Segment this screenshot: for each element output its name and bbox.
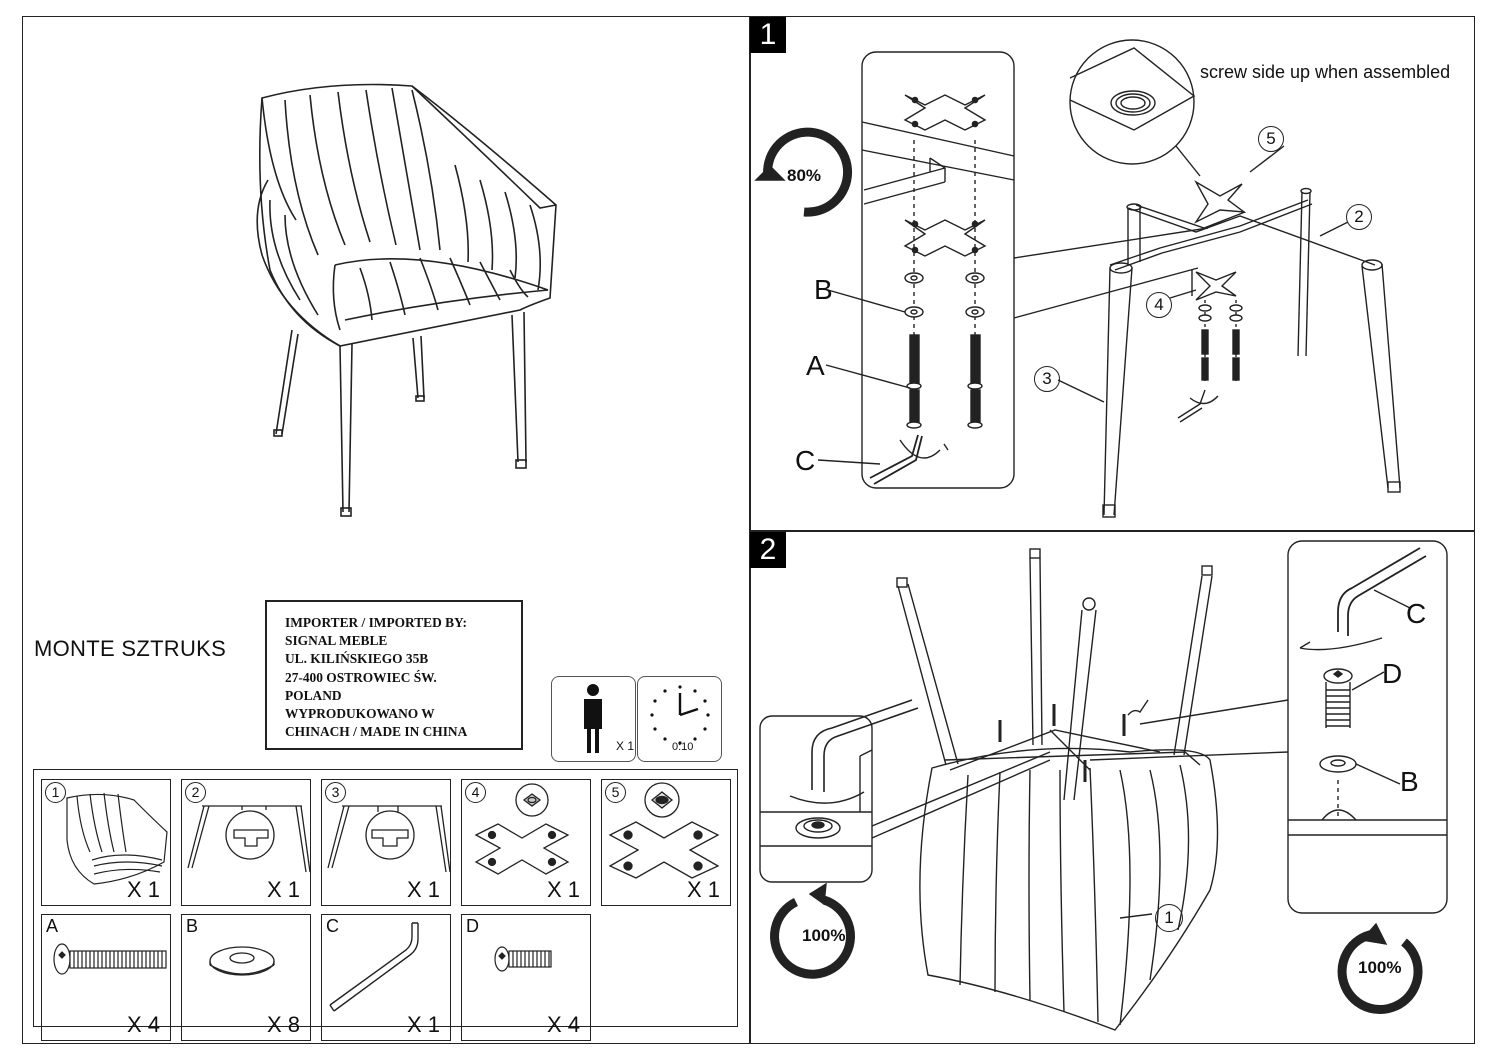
part-5: 5 X 1 [601, 779, 731, 906]
part-label: B [186, 916, 199, 936]
callout-D: D [1382, 658, 1403, 689]
callout-4: 4 [1146, 292, 1172, 318]
part-1: 1 X 1 [41, 779, 171, 906]
part-4: 4 X 1 [461, 779, 591, 906]
callout-C: C [1406, 598, 1427, 629]
long-bolt-icon [53, 943, 167, 975]
divider-horizontal [750, 530, 1475, 532]
assembly-time-box: 0:10 [637, 676, 722, 762]
callout-5: 5 [1258, 126, 1284, 152]
part-label: D [466, 916, 479, 936]
importer-line: CHINACH / MADE IN CHINA [285, 724, 468, 740]
chair-seat-icon [66, 792, 168, 885]
part-label: 1 [45, 782, 66, 803]
part-qty: X 8 [266, 1012, 300, 1037]
part-A: A X 4 [41, 914, 171, 1041]
screw-side-note: screw side up when assembled [1200, 62, 1451, 82]
tighten-100-right-label: 100% [1358, 958, 1402, 977]
part-qty: X 1 [546, 877, 580, 902]
cross-plate-threaded-icon [608, 782, 720, 879]
part-B: B X 8 [181, 914, 311, 1041]
part-qty: X 1 [126, 877, 160, 902]
tighten-80-label: 80% [787, 166, 822, 185]
parts-list: 1 X 1 2 X 1 3 X 1 4 [33, 769, 738, 1041]
callout-1: 1 [1155, 904, 1183, 932]
part-qty: X 1 [266, 877, 300, 902]
callout-A: A [806, 350, 825, 381]
part-label: 5 [605, 782, 626, 803]
tighten-100-left-label: 100% [802, 926, 846, 945]
part-2: 2 X 1 [181, 779, 311, 906]
part-label: C [326, 916, 339, 936]
person-icon [584, 684, 602, 753]
allen-key-icon [329, 922, 419, 1012]
product-name: MONTE SZTRUKS [34, 636, 227, 661]
step-2-badge: 2 [750, 532, 786, 568]
importer-line: 27-400 OSTROWIEC ŚW. [285, 669, 437, 685]
step-1-badge: 1 [750, 17, 786, 53]
callout-2: 2 [1346, 204, 1372, 230]
part-3: 3 X 1 [321, 779, 451, 906]
importer-line: UL. KILIŃSKIEGO 35B [285, 651, 429, 667]
importer-line: IMPORTER / IMPORTED BY: [285, 615, 467, 630]
part-qty: X 1 [686, 877, 720, 902]
part-label: 4 [465, 782, 486, 803]
part-qty: X 1 [406, 877, 440, 902]
importer-line: WYPRODUKOWANO W [285, 706, 435, 722]
callout-B: B [1400, 766, 1419, 797]
part-qty: X 4 [126, 1012, 160, 1037]
persons-count: X 1 [616, 739, 635, 753]
assembly-time: 0:10 [672, 741, 694, 753]
rear-leg-frame-icon [327, 805, 451, 873]
washer-icon [209, 946, 275, 976]
importer-line: POLAND [285, 687, 342, 703]
importer-info: IMPORTER / IMPORTED BY: SIGNAL MEBLE UL.… [265, 600, 523, 750]
part-label: A [46, 916, 59, 936]
callout-C: C [795, 445, 816, 476]
persons-needed-box: X 1 [551, 676, 636, 762]
divider-vertical [749, 16, 751, 1044]
cross-plate-icon [474, 783, 570, 875]
part-qty: X 4 [546, 1012, 580, 1037]
part-label: 2 [185, 782, 206, 803]
part-label: 3 [325, 782, 346, 803]
front-leg-frame-icon [187, 805, 311, 873]
clock-icon [650, 685, 710, 745]
callout-B: B [814, 274, 833, 305]
part-qty: X 1 [406, 1012, 440, 1037]
part-C: C X 1 [321, 914, 451, 1041]
short-bolt-icon [494, 946, 552, 972]
importer-line: SIGNAL MEBLE [285, 633, 388, 649]
part-D: D X 4 [461, 914, 591, 1041]
callout-3: 3 [1034, 366, 1060, 392]
